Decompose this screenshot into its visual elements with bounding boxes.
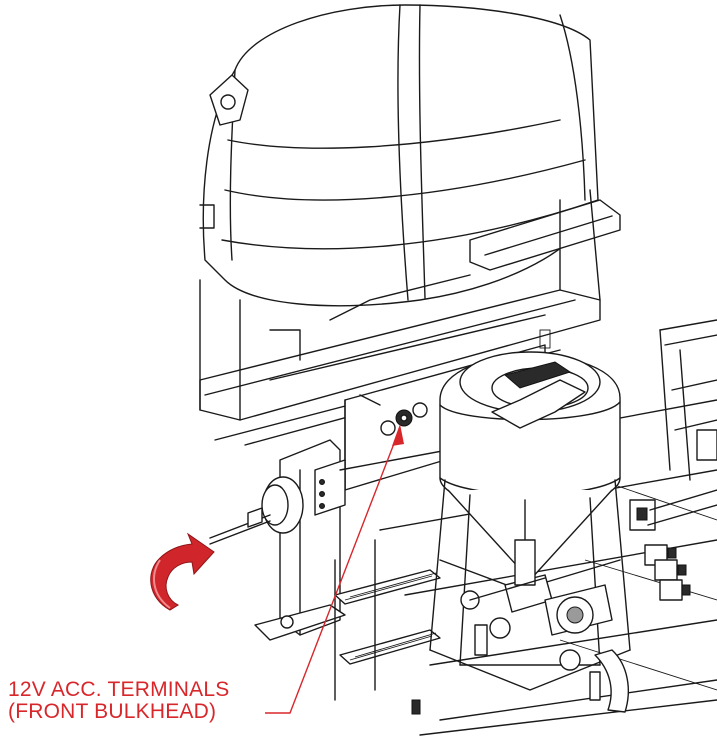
curved-red-arrow-icon xyxy=(150,532,215,611)
trailer-deck xyxy=(339,399,717,736)
callout-line-1: 12V ACC. TERMINALS xyxy=(8,678,230,701)
terminal-callout-label: 12V ACC. TERMINALS (FRONT BULKHEAD) xyxy=(8,679,298,723)
cone-tank xyxy=(429,351,631,691)
terminal-right-icon xyxy=(412,402,428,418)
callout-leader-line xyxy=(265,424,404,714)
valve-manifold xyxy=(629,489,717,601)
terminal-left-icon xyxy=(380,420,396,436)
large-tank xyxy=(199,4,599,307)
callout-line-2: (FRONT BULKHEAD) xyxy=(8,700,217,723)
front-jack-stand xyxy=(209,439,346,641)
pump-plumbing xyxy=(460,539,629,713)
right-frame-ladder xyxy=(659,319,717,481)
access-steps xyxy=(334,539,441,701)
arrowhead-icon xyxy=(392,424,404,446)
